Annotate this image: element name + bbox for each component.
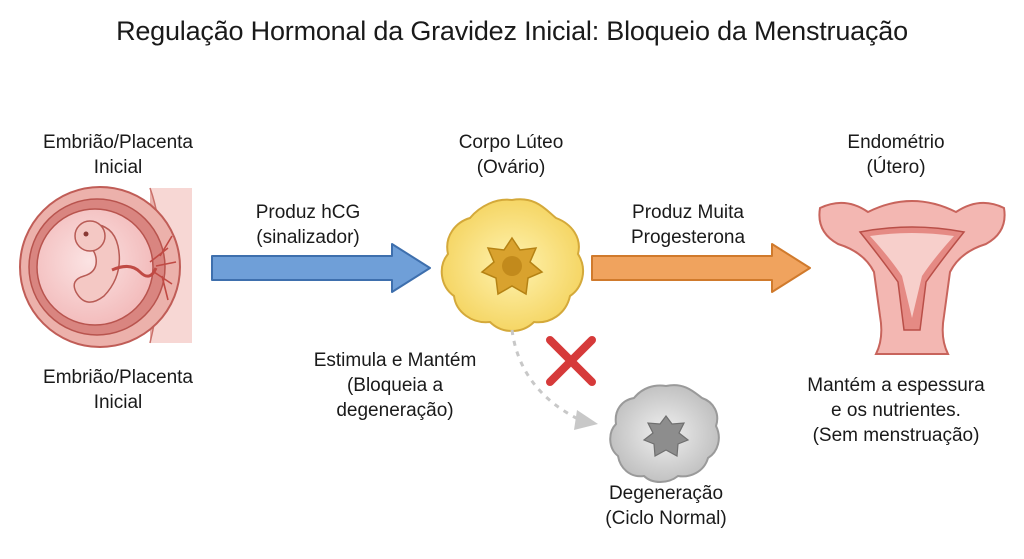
progesterone-arrow	[591, 243, 811, 293]
degeneration-path	[510, 329, 598, 430]
degenerated-corpus-luteum-icon	[609, 384, 720, 483]
progesterone-arrow-label: Produz Muita Progesterona	[630, 202, 746, 248]
degeneration-label: Degeneração (Ciclo Normal)	[605, 483, 727, 529]
hcg-arrow	[211, 243, 431, 293]
x-mark-icon	[546, 336, 596, 386]
uterus-icon	[818, 200, 1006, 355]
stimulate-note: Estimula e Mantém (Bloqueia a degeneraçã…	[313, 350, 477, 421]
corpus-luteum-icon	[440, 198, 585, 332]
diagram-title: Regulação Hormonal da Gravidez Inicial: …	[116, 16, 908, 46]
embryo-in-uterus-icon	[19, 186, 192, 348]
corpus-luteum-label: Corpo Lúteo (Ovário)	[458, 132, 564, 178]
endometrium-label: Endométrio (Útero)	[847, 132, 945, 178]
hcg-arrow-label: Produz hCG (sinalizador)	[255, 202, 361, 248]
embryo-label-top: Embrião/Placenta Inicial	[43, 132, 193, 178]
endometrium-effect-note: Mantém a espessura e os nutrientes. (Sem…	[807, 375, 985, 446]
embryo-label-bottom: Embrião/Placenta Inicial	[43, 367, 193, 413]
